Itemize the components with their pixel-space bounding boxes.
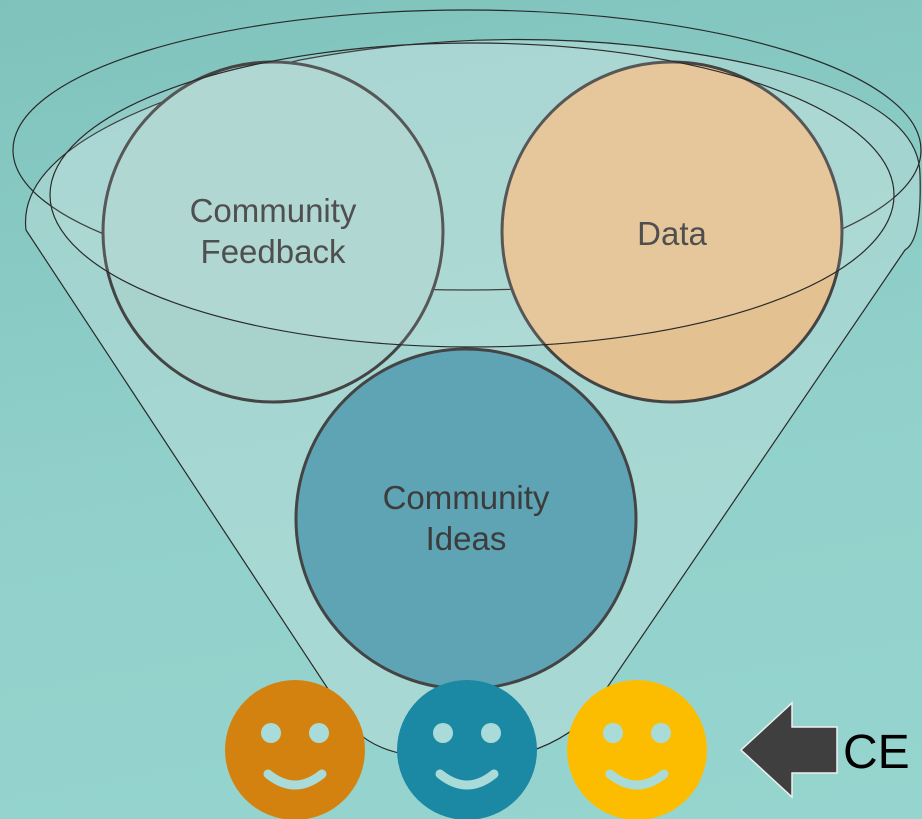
arrow-label: CE [843,726,910,779]
data-circle [500,60,844,404]
community-ideas-circle [294,347,638,691]
community-feedback-circle [101,60,445,404]
smiley-icon [225,680,365,819]
left-arrow-icon [739,701,838,799]
community-feedback-label-line1: Community [190,192,357,229]
community-ideas-bubble: Community Ideas [294,347,638,691]
funnel-rim-inner [49,42,895,348]
community-ideas-label-line1: Community [383,479,550,516]
funnel-rim-outer [12,9,922,291]
community-feedback-bubble: Community Feedback [101,60,445,404]
data-bubble: Data [500,60,844,404]
smiley-icon [397,680,537,819]
community-feedback-label-line2: Feedback [201,233,346,270]
data-label: Data [637,215,707,252]
smiley-icon [567,680,707,819]
community-ideas-label-line2: Ideas [426,520,507,557]
